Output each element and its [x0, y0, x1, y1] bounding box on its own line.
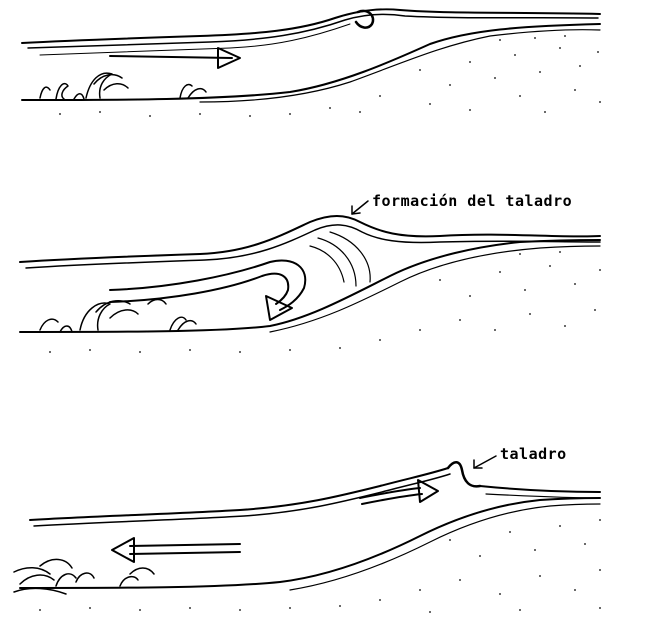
panel-3-return-arrow-head [112, 538, 134, 562]
panel-1-wave-crest [356, 11, 373, 28]
panel-2-curl-2 [318, 238, 356, 286]
panel-2-vegetation [40, 300, 196, 333]
panel-3-bed-line-2 [290, 504, 600, 590]
panel-3-return-arrow [130, 544, 240, 546]
panel-2-sediment-dots [49, 251, 601, 353]
panel-3-water-surface-right [480, 486, 600, 492]
panel-3-bore-formed [14, 456, 601, 613]
panel-1-flow-arrow-shaft [110, 56, 232, 58]
panel-1-bed-line-2 [200, 30, 600, 102]
panel-3-forward-arrow-head [418, 480, 438, 502]
panel-2-bed-line [20, 240, 600, 332]
panel-2-flow-arrow-body [110, 260, 305, 310]
bore-label: taladro [500, 445, 567, 463]
panel-2-label-pointer [352, 201, 368, 214]
panel-2-bore-forming [20, 201, 601, 353]
panel-2-curl-3 [330, 232, 370, 282]
panel-2-water-surface [20, 216, 600, 262]
panel-1-incoming-tide [22, 9, 601, 117]
panel-3-label-pointer [474, 456, 496, 468]
panel-1-sediment-dots [59, 35, 601, 117]
panel-1-bed-line [22, 24, 600, 100]
panel-3-return-arrow-2 [130, 552, 240, 554]
panel-3-bore-front [448, 462, 480, 486]
panel-2-curl-1 [310, 246, 344, 282]
panel-1-water-surface [22, 9, 600, 43]
formation-label: formación del taladro [372, 192, 572, 210]
panel-1-vegetation [40, 73, 206, 99]
panel-1-water-surface-2 [28, 14, 598, 48]
panel-3-sediment-dots [39, 519, 601, 613]
panel-2-flow-arrow-head [266, 296, 292, 320]
